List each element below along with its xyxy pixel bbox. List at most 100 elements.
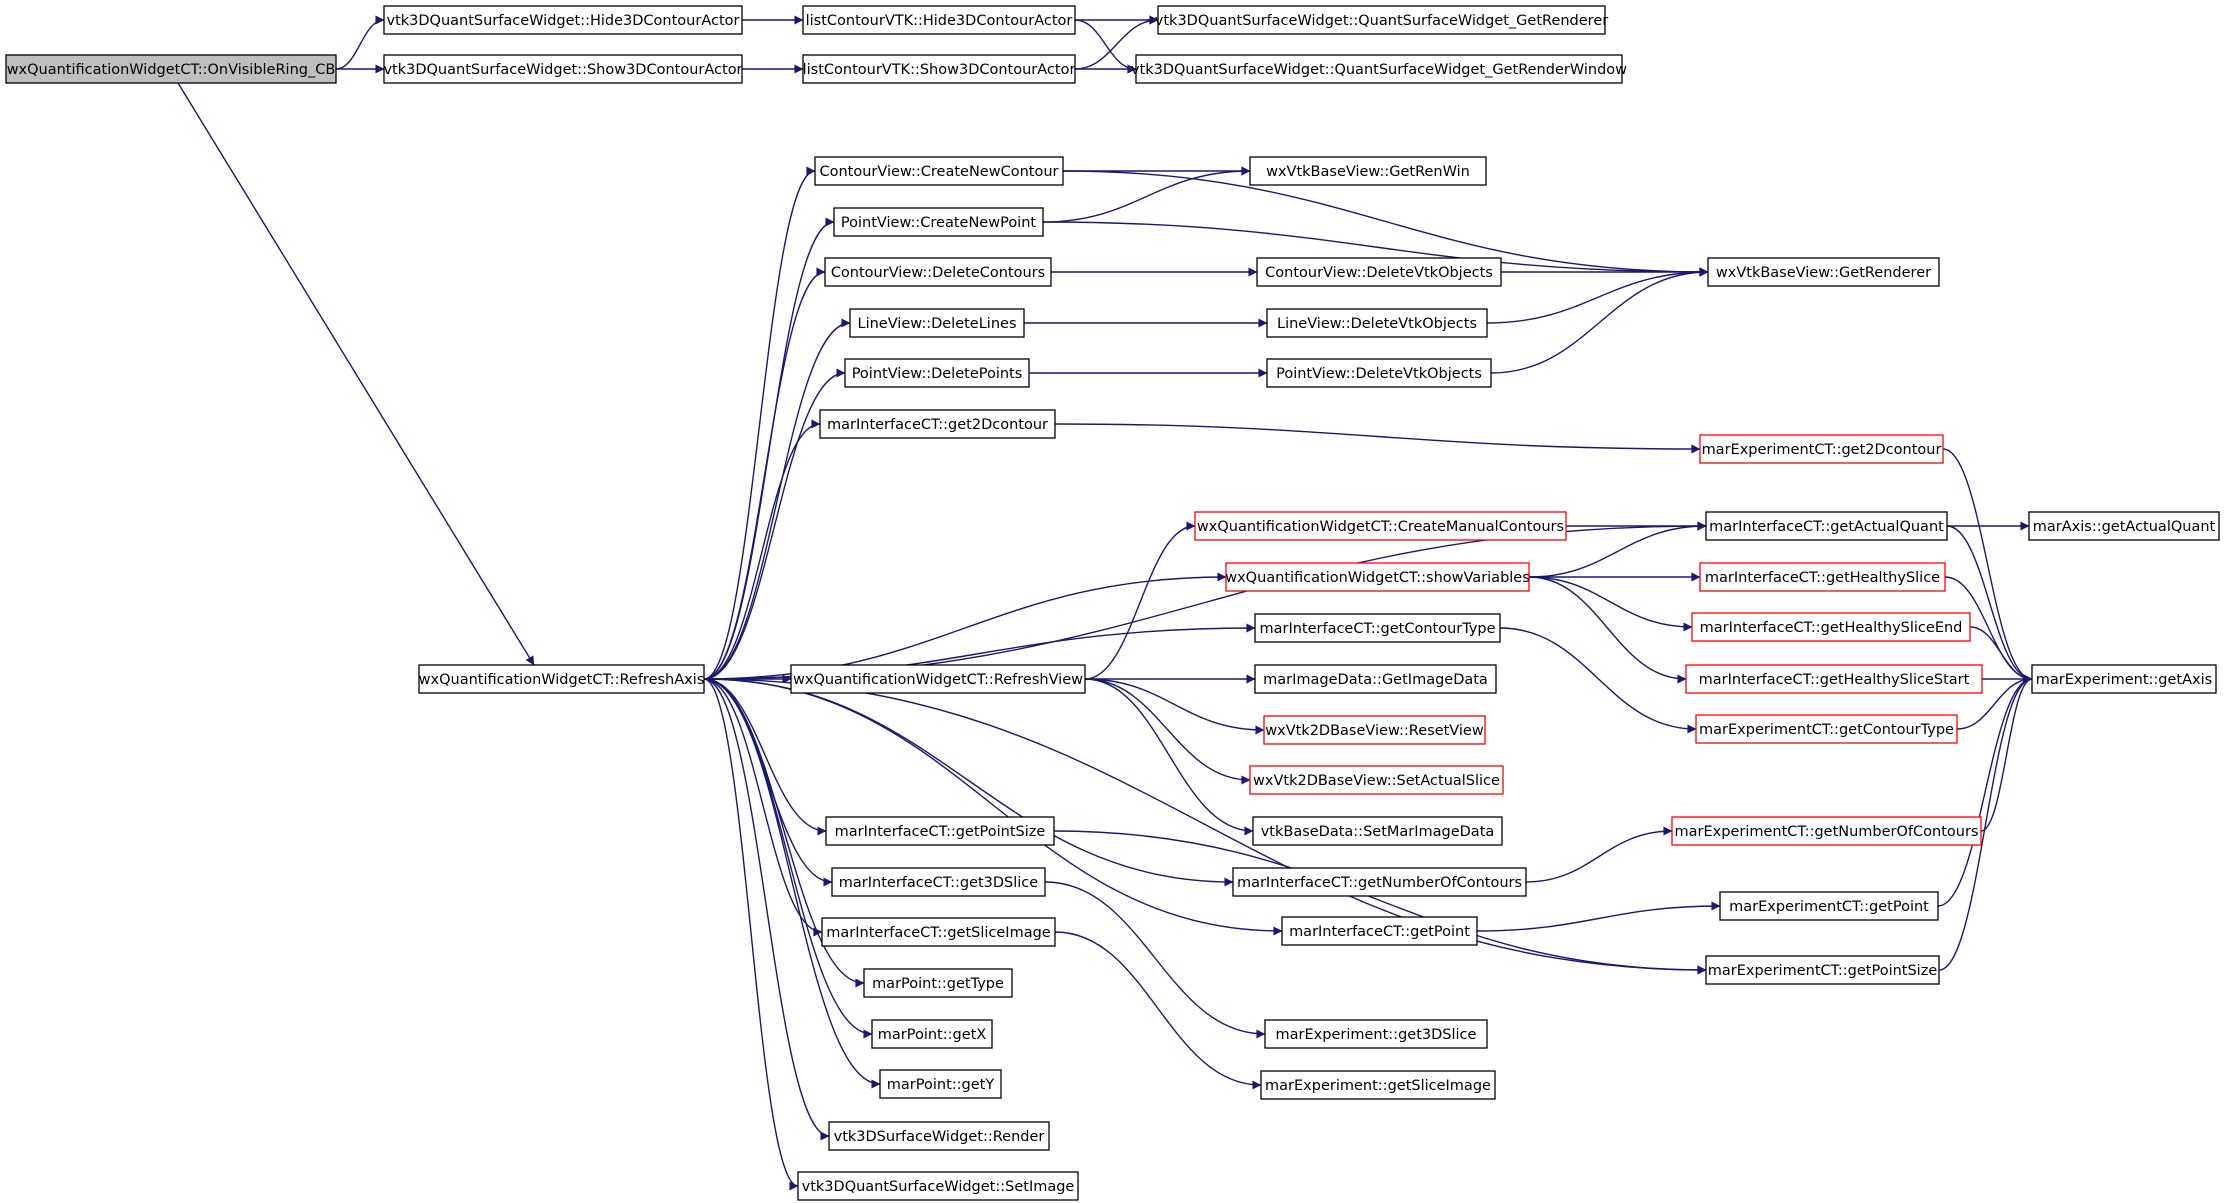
call-edge-getcontourtype_ec-to-getaxis <box>1956 674 2033 730</box>
graph-node-setmarimagedata[interactable]: vtkBaseData::SetMarImageData <box>1252 816 1503 846</box>
graph-node-show3d_lc[interactable]: listContourVTK::Show3DContourActor <box>802 54 1076 84</box>
node-box <box>1135 54 1623 84</box>
graph-node-getpoint_ic[interactable]: marInterfaceCT::getPoint <box>1281 916 1478 946</box>
graph-node-getpointsize_ic[interactable]: marInterfaceCT::getPointSize <box>825 816 1055 846</box>
node-label: marPoint::getY <box>887 1077 995 1093</box>
graph-node-deletevtk_line[interactable]: LineView::DeleteVtkObjects <box>1266 308 1488 338</box>
graph-node-showvariables[interactable]: wxQuantificationWidgetCT::showVariables <box>1225 562 1530 592</box>
graph-node-hide3d_lc[interactable]: listContourVTK::Hide3DContourActor <box>802 5 1076 35</box>
graph-node-resetview[interactable]: wxVtk2DBaseView::ResetView <box>1263 715 1486 745</box>
graph-node-get2dcontour_ec[interactable]: marExperimentCT::get2Dcontour <box>1699 434 1944 464</box>
node-box <box>383 54 743 84</box>
call-edge-refreshview-to-resetview <box>1084 678 1265 735</box>
call-edge-hide3d_lc-to-getrenderwindow_qsw <box>1074 19 1137 74</box>
graph-node-deletevtk_point[interactable]: PointView::DeleteVtkObjects <box>1266 358 1492 388</box>
graph-node-getnumberofcontours_ic[interactable]: marInterfaceCT::getNumberOfContours <box>1232 867 1527 897</box>
graph-node-getsliceimage_ic[interactable]: marInterfaceCT::getSliceImage <box>821 917 1056 947</box>
graph-node-render[interactable]: vtk3DSurfaceWidget::Render <box>828 1121 1050 1151</box>
graph-node-onvisiblering[interactable]: wxQuantificationWidgetCT::OnVisibleRing_… <box>5 54 337 84</box>
graph-node-setactualslice[interactable]: wxVtk2DBaseView::SetActualSlice <box>1249 765 1504 795</box>
graph-node-refreshview[interactable]: wxQuantificationWidgetCT::RefreshView <box>790 664 1086 694</box>
node-label: PointView::CreateNewPoint <box>841 215 1037 231</box>
graph-node-get2dcontour_ic[interactable]: marInterfaceCT::get2Dcontour <box>819 409 1056 439</box>
node-label: vtk3DQuantSurfaceWidget::Show3DContourAc… <box>383 62 742 78</box>
call-edge-refreshaxis-to-gety <box>703 678 881 1089</box>
node-label: marInterfaceCT::getHealthySliceStart <box>1699 672 1970 688</box>
graph-node-get3dslice_e[interactable]: marExperiment::get3DSlice <box>1264 1019 1488 1049</box>
node-box <box>2028 511 2220 541</box>
graph-node-getactualquant_axis[interactable]: marAxis::getActualQuant <box>2028 511 2220 541</box>
node-label: listContourVTK::Show3DContourActor <box>803 62 1076 78</box>
node-label: marInterfaceCT::getActualQuant <box>1709 519 1944 535</box>
node-box <box>819 409 1056 439</box>
node-label: marImageData::GetImageData <box>1263 672 1488 688</box>
call-edge-onvisiblering-to-refreshaxis <box>177 82 535 666</box>
node-label: marInterfaceCT::getSliceImage <box>826 925 1051 941</box>
graph-node-gethealthysliceend[interactable]: marInterfaceCT::getHealthySliceEnd <box>1691 612 1971 642</box>
graph-node-deletecontours[interactable]: ContourView::DeleteContours <box>824 257 1052 287</box>
graph-node-getcontourtype_ic[interactable]: marInterfaceCT::getContourType <box>1254 613 1501 643</box>
graph-node-createnewpoint[interactable]: PointView::CreateNewPoint <box>833 207 1044 237</box>
node-label: marInterfaceCT::getContourType <box>1259 621 1495 637</box>
graph-node-getpoint_ec[interactable]: marExperimentCT::getPoint <box>1719 891 1939 921</box>
graph-node-getx[interactable]: marPoint::getX <box>871 1019 993 1049</box>
call-edge-getpointsize_ec-to-getaxis <box>1938 674 2033 971</box>
graph-node-deletepoints[interactable]: PointView::DeletePoints <box>844 358 1030 388</box>
graph-node-deletevtk_contour[interactable]: ContourView::DeleteVtkObjects <box>1256 257 1502 287</box>
node-box <box>824 257 1052 287</box>
graph-node-getaxis[interactable]: marExperiment::getAxis <box>2031 664 2217 694</box>
node-box <box>2031 664 2217 694</box>
graph-node-gethealthyslicestart[interactable]: marInterfaceCT::getHealthySliceStart <box>1685 664 1983 694</box>
node-label: marInterfaceCT::get2Dcontour <box>827 417 1048 433</box>
node-label: marPoint::getType <box>872 976 1004 992</box>
graph-node-setimage[interactable]: vtk3DQuantSurfaceWidget::SetImage <box>797 1171 1079 1201</box>
node-box <box>5 54 337 84</box>
node-box <box>1266 308 1488 338</box>
node-label: marInterfaceCT::getPointSize <box>835 824 1046 840</box>
graph-node-getimagedata[interactable]: marImageData::GetImageData <box>1254 664 1497 694</box>
node-box <box>1695 714 1958 744</box>
call-edge-getnumberofcontours_ic-to-getnumberofcontours_ec <box>1525 826 1673 883</box>
graph-node-getrenderer_vb[interactable]: wxVtkBaseView::GetRenderer <box>1707 257 1940 287</box>
call-edge-refreshaxis-to-getactualquant_ic <box>703 521 1707 680</box>
graph-node-getactualquant_ic[interactable]: marInterfaceCT::getActualQuant <box>1705 511 1948 541</box>
graph-node-getrenderer_qsw[interactable]: vtk3DQuantSurfaceWidget::QuantSurfaceWid… <box>1155 5 1608 35</box>
node-label: wxVtk2DBaseView::SetActualSlice <box>1253 773 1500 789</box>
node-box <box>849 308 1025 338</box>
call-edge-onvisiblering-to-hide3d_qsw <box>335 15 385 70</box>
node-box <box>1707 257 1940 287</box>
graph-node-hide3d_qsw[interactable]: vtk3DQuantSurfaceWidget::Hide3DContourAc… <box>383 5 743 35</box>
node-label: marExperiment::get3DSlice <box>1276 1027 1477 1043</box>
graph-node-get3dslice_ic[interactable]: marInterfaceCT::get3DSlice <box>831 867 1046 897</box>
call-edge-refreshaxis-to-getpointsize_ic <box>703 678 827 836</box>
call-edge-getpoint_ic-to-getpoint_ec <box>1476 901 1721 932</box>
graph-node-gethealthyslice[interactable]: marInterfaceCT::getHealthySlice <box>1699 562 1946 592</box>
node-label: wxQuantificationWidgetCT::showVariables <box>1225 570 1530 586</box>
graph-node-getnumberofcontours_ec[interactable]: marExperimentCT::getNumberOfContours <box>1671 816 1982 846</box>
graph-node-refreshaxis[interactable]: wxQuantificationWidgetCT::RefreshAxis <box>418 664 705 694</box>
graph-node-show3d_qsw[interactable]: vtk3DQuantSurfaceWidget::Show3DContourAc… <box>383 54 743 84</box>
node-box <box>844 358 1030 388</box>
node-box <box>1705 511 1948 541</box>
graph-node-getrenderwindow_qsw[interactable]: vtk3DQuantSurfaceWidget::QuantSurfaceWid… <box>1131 54 1627 84</box>
graph-node-getpointsize_ec[interactable]: marExperimentCT::getPointSize <box>1705 955 1940 985</box>
node-box <box>1671 816 1982 846</box>
node-box <box>1194 511 1567 541</box>
graph-node-createnewcontour[interactable]: ContourView::CreateNewContour <box>814 156 1064 186</box>
call-edge-getnumberofcontours_ec-to-getaxis <box>1980 674 2033 832</box>
node-label: ContourView::CreateNewContour <box>820 164 1059 180</box>
node-box <box>1225 562 1530 592</box>
graph-node-gety[interactable]: marPoint::getY <box>879 1069 1002 1099</box>
node-label: marInterfaceCT::getPoint <box>1289 924 1470 940</box>
call-edge-refreshview-to-setactualslice <box>1084 678 1251 785</box>
node-box <box>821 917 1056 947</box>
graph-node-gettype[interactable]: marPoint::getType <box>863 968 1013 998</box>
graph-node-createmanualcontours[interactable]: wxQuantificationWidgetCT::CreateManualCo… <box>1194 511 1567 541</box>
node-box <box>1699 434 1944 464</box>
node-box <box>1260 1070 1496 1100</box>
graph-node-deletelines[interactable]: LineView::DeleteLines <box>849 308 1025 338</box>
graph-node-getrenwin[interactable]: wxVtkBaseView::GetRenWin <box>1249 156 1487 186</box>
node-box <box>1264 1019 1488 1049</box>
graph-node-getcontourtype_ec[interactable]: marExperimentCT::getContourType <box>1695 714 1958 744</box>
graph-node-getsliceimage_e[interactable]: marExperiment::getSliceImage <box>1260 1070 1496 1100</box>
